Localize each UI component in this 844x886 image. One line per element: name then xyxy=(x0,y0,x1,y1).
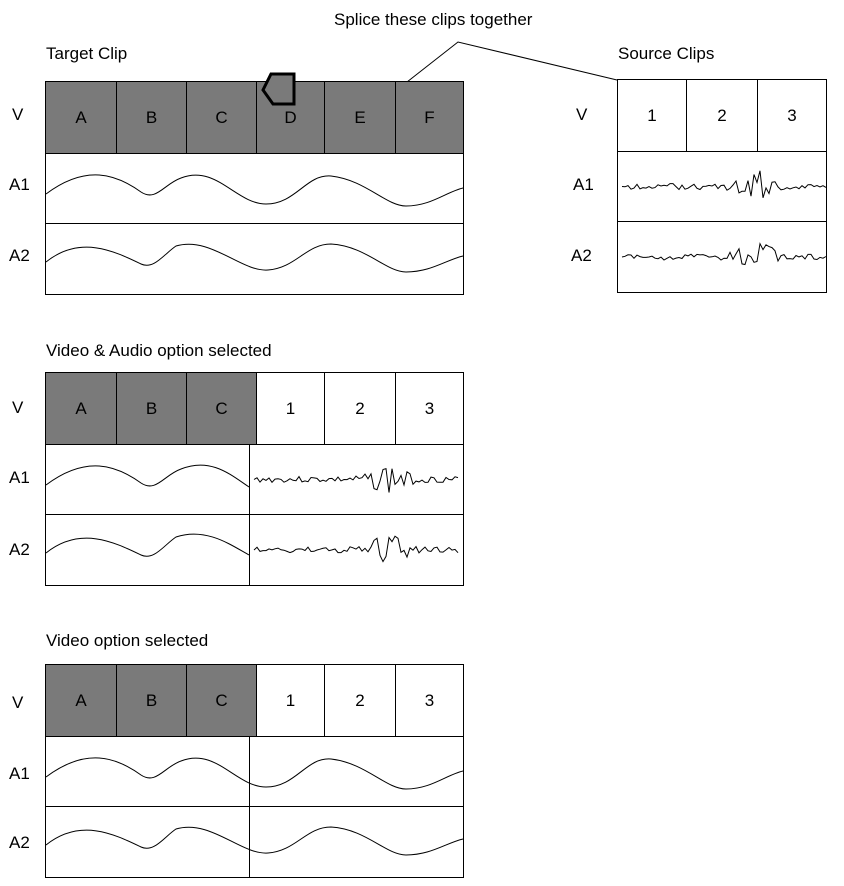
vo-a1-waveform xyxy=(45,757,464,790)
source-video-cell-2: 2 xyxy=(687,80,758,151)
source-track-divider-2 xyxy=(618,221,826,222)
target-clip-title: Target Clip xyxy=(46,44,128,63)
va-track-label-a2: A2 xyxy=(9,540,30,559)
source-clips-panel: 1 2 3 xyxy=(617,79,827,293)
vo-video-cell-2: 2 xyxy=(325,665,396,736)
va-video-cell-c: C xyxy=(187,373,257,444)
va-track-label-v: V xyxy=(12,398,24,417)
source-clips-title: Source Clips xyxy=(618,44,715,63)
vo-video-track: A B C 1 2 3 xyxy=(46,665,463,736)
source-track-divider-1 xyxy=(618,151,826,152)
vo-track-label-v: V xyxy=(12,693,24,712)
vo-a2-waveform xyxy=(45,826,464,856)
target-video-cell-b: B xyxy=(117,82,187,153)
video-audio-panel: A B C 1 2 3 xyxy=(45,372,464,586)
vo-video-cell-c: C xyxy=(187,665,257,736)
playhead-marker-icon[interactable] xyxy=(261,72,297,108)
target-track-divider-2 xyxy=(46,223,463,224)
source-video-track: 1 2 3 xyxy=(618,80,826,151)
source-a2-waveform xyxy=(621,242,827,266)
source-track-label-a2: A2 xyxy=(571,246,592,265)
target-a2-waveform xyxy=(45,243,464,273)
va-a1-source-waveform xyxy=(253,467,459,493)
target-video-cell-c: C xyxy=(187,82,257,153)
va-video-cell-1: 1 xyxy=(257,373,325,444)
va-video-cell-a: A xyxy=(46,373,117,444)
target-video-cell-e: E xyxy=(325,82,396,153)
video-audio-title: Video & Audio option selected xyxy=(46,341,272,360)
source-video-cell-3: 3 xyxy=(758,80,826,151)
target-track-label-a2: A2 xyxy=(9,246,30,265)
target-video-cell-a: A xyxy=(46,82,117,153)
va-video-cell-3: 3 xyxy=(396,373,463,444)
va-a2-target-waveform xyxy=(45,533,250,557)
vo-audio-splice-line xyxy=(249,736,250,877)
va-track-divider-2 xyxy=(46,514,463,515)
vo-track-label-a1: A1 xyxy=(9,764,30,783)
va-track-divider-1 xyxy=(46,444,463,445)
vo-track-label-a2: A2 xyxy=(9,833,30,852)
va-video-cell-2: 2 xyxy=(325,373,396,444)
source-video-cell-1: 1 xyxy=(618,80,687,151)
source-track-label-a1: A1 xyxy=(573,175,594,194)
video-only-title: Video option selected xyxy=(46,631,209,650)
vo-video-cell-1: 1 xyxy=(257,665,325,736)
vo-video-cell-b: B xyxy=(117,665,187,736)
target-clip-panel: A B C D E F xyxy=(45,81,464,295)
vo-video-cell-a: A xyxy=(46,665,117,736)
target-a1-waveform xyxy=(45,174,464,207)
va-audio-splice-line xyxy=(249,444,250,585)
va-a1-target-waveform xyxy=(45,464,250,488)
source-a1-waveform xyxy=(621,170,827,198)
vo-video-cell-3: 3 xyxy=(396,665,463,736)
va-track-label-a1: A1 xyxy=(9,468,30,487)
target-video-cell-f: F xyxy=(396,82,463,153)
target-track-label-v: V xyxy=(12,105,24,124)
video-only-panel: A B C 1 2 3 xyxy=(45,664,464,878)
source-track-label-v: V xyxy=(576,105,588,124)
target-video-track: A B C D E F xyxy=(46,82,463,153)
vo-track-divider-1 xyxy=(46,736,463,737)
va-video-track: A B C 1 2 3 xyxy=(46,373,463,444)
vo-track-divider-2 xyxy=(46,806,463,807)
va-video-cell-b: B xyxy=(117,373,187,444)
va-a2-source-waveform xyxy=(253,535,459,563)
callout-label: Splice these clips together xyxy=(334,10,533,29)
target-track-divider-1 xyxy=(46,153,463,154)
target-track-label-a1: A1 xyxy=(9,175,30,194)
